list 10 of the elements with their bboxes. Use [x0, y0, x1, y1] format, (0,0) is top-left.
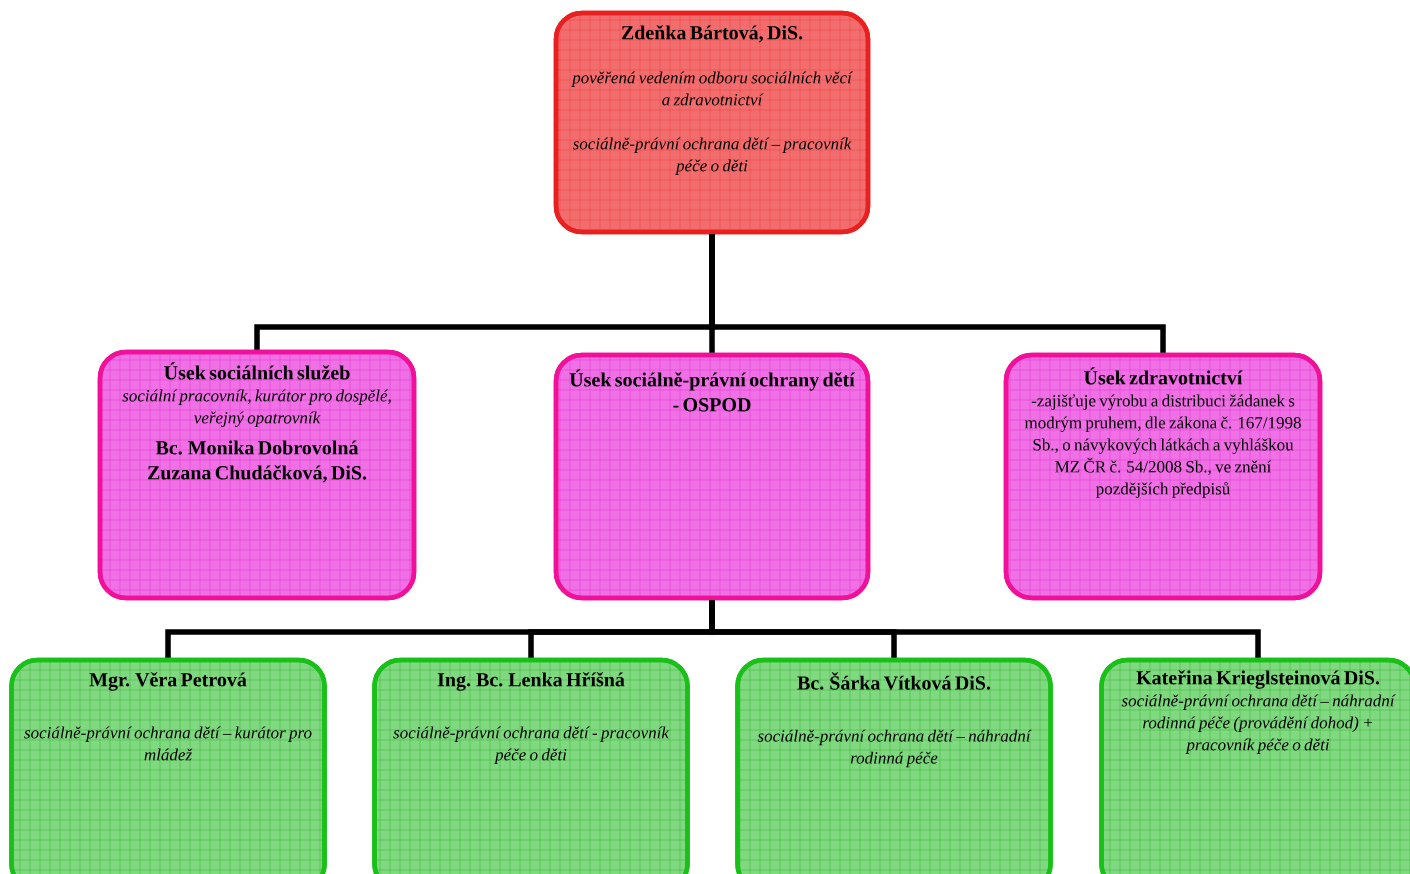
- org-box: Ing. Bc. Lenka Hříšná sociálně-právní ochrana dětí - pracovník péče o děti: [372, 657, 690, 874]
- org-box: Úsek zdravotnictví -zajišťuje výrobu a distribuci žádanek s modrým pruhem, dle zákona č. 167/1998 Sb., o návykových látkách a vyhláškou MZ ČR č. 54/2008 Sb., ve znění pozdějších předpisů: [1003, 352, 1323, 601]
- org-box: Mgr. Věra Petrová sociálně-právní ochrana dětí – kurátor pro mládež: [9, 657, 327, 874]
- connector-line: [709, 600, 1261, 658]
- org-box: Kateřina Krieglsteinová DiS. sociálně-právní ochrana dětí – náhradní rodinná péče (provádění dohod) + pracovník péče o děti: [1099, 657, 1410, 874]
- org-box: Bc. Šárka Vítková DiS. sociálně-právní ochrana dětí – náhradní rodinná péče: [735, 657, 1053, 874]
- connector-line: [709, 234, 1166, 353]
- org-box: Zdeňka Bártová, DiS. pověřená vedením odboru sociálních věcí a zdravotnictví sociálně-právní ochrana dětí – pracovník péče o děti: [553, 10, 871, 235]
- org-box: Úsek sociálně-právní ochrany dětí - OSPOD: [553, 352, 871, 601]
- org-box: Úsek sociálních služeb sociální pracovník, kurátor pro dospělé, veřejný opatrovník Bc. Monika Dobrovolná Zuzana Chudáčková, DiS.: [97, 349, 417, 601]
